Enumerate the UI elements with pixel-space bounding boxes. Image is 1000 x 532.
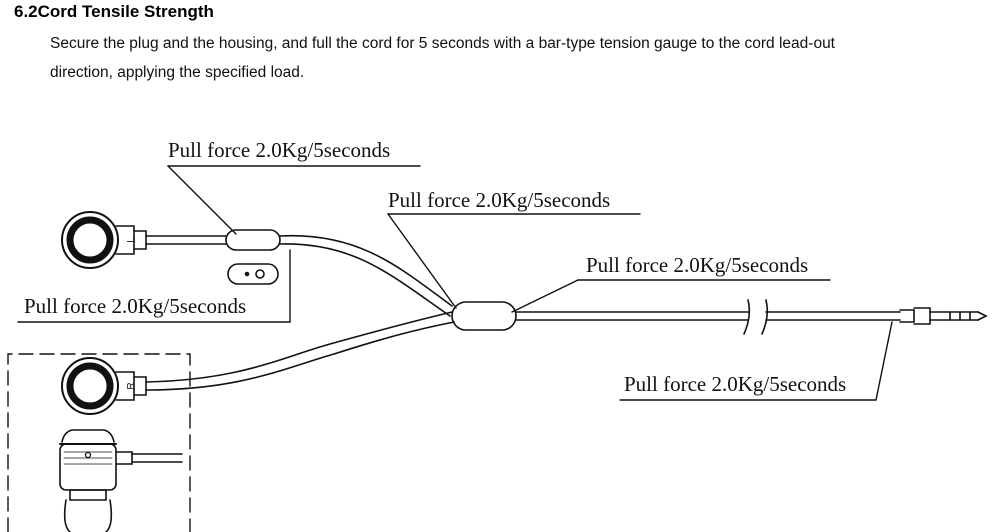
leader-lines: [17, 165, 893, 401]
earbud-side-view: [59, 429, 183, 532]
right-earphone: R: [61, 357, 147, 415]
label-top-left: Pull force 2.0Kg/5seconds: [168, 138, 390, 162]
left-earphone: L: [61, 211, 147, 269]
label-plug: Pull force 2.0Kg/5seconds: [624, 372, 846, 396]
right-marker: R: [126, 382, 137, 389]
section-heading: 6.2Cord Tensile Strength: [14, 2, 214, 21]
description-line-2: direction, applying the specified load.: [50, 64, 305, 81]
right-earbud-frame: [7, 353, 191, 532]
label-middle: Pull force 2.0Kg/5seconds: [388, 188, 610, 212]
left-marker: L: [126, 237, 137, 243]
label-right-top: Pull force 2.0Kg/5seconds: [586, 253, 808, 277]
cords: [145, 229, 988, 391]
description-line-1: Secure the plug and the housing, and ful…: [50, 35, 835, 52]
label-left-lower: Pull force 2.0Kg/5seconds: [24, 294, 246, 318]
